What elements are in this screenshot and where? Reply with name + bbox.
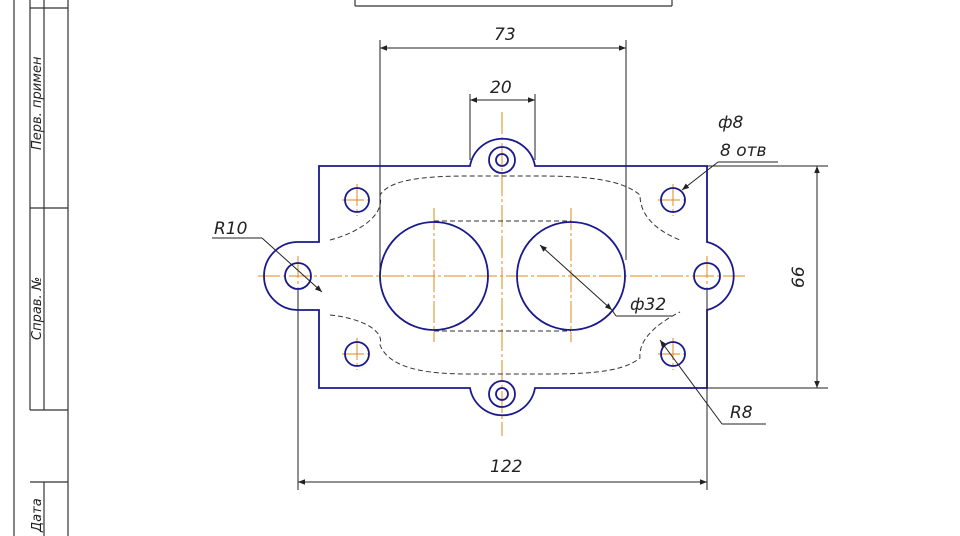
dim-small-hole-dia: ф8 xyxy=(718,113,744,133)
small-hole-bl xyxy=(344,341,370,367)
lug-hole-left xyxy=(284,262,312,290)
dim-hole-spacing: 73 xyxy=(494,25,516,45)
dim-overall-width: 122 xyxy=(490,457,522,477)
boss-hole-bottom-outer xyxy=(488,380,516,408)
hidden-contour xyxy=(329,175,681,375)
dim-small-hole-count: 8 отв xyxy=(720,141,767,161)
dim-boss-width: 20 xyxy=(490,78,512,98)
dim-corner-radius: R8 xyxy=(730,403,753,423)
boss-hole-bottom-inner xyxy=(495,387,509,401)
top-frame-fragment xyxy=(354,0,673,7)
centerlines xyxy=(258,112,745,436)
boss-hole-top-outer xyxy=(488,146,516,174)
small-hole-tr xyxy=(660,187,686,213)
dim-height: 66 xyxy=(789,266,809,288)
dim-large-hole-dia: ф32 xyxy=(630,295,666,315)
small-hole-tl xyxy=(344,187,370,213)
lug-hole-right xyxy=(693,262,721,290)
label-sprav-no: Справ. № xyxy=(30,277,45,340)
plate-outline xyxy=(263,137,735,417)
dimension-lines xyxy=(212,40,828,490)
title-block-strip xyxy=(13,0,69,536)
boss-hole-top-inner xyxy=(495,153,509,167)
small-hole-br xyxy=(660,341,686,367)
label-data: Дата xyxy=(30,498,45,533)
dim-lug-radius: R10 xyxy=(214,219,247,239)
large-hole-right xyxy=(516,221,626,331)
label-perv-primen: Перв. примен xyxy=(30,56,45,150)
